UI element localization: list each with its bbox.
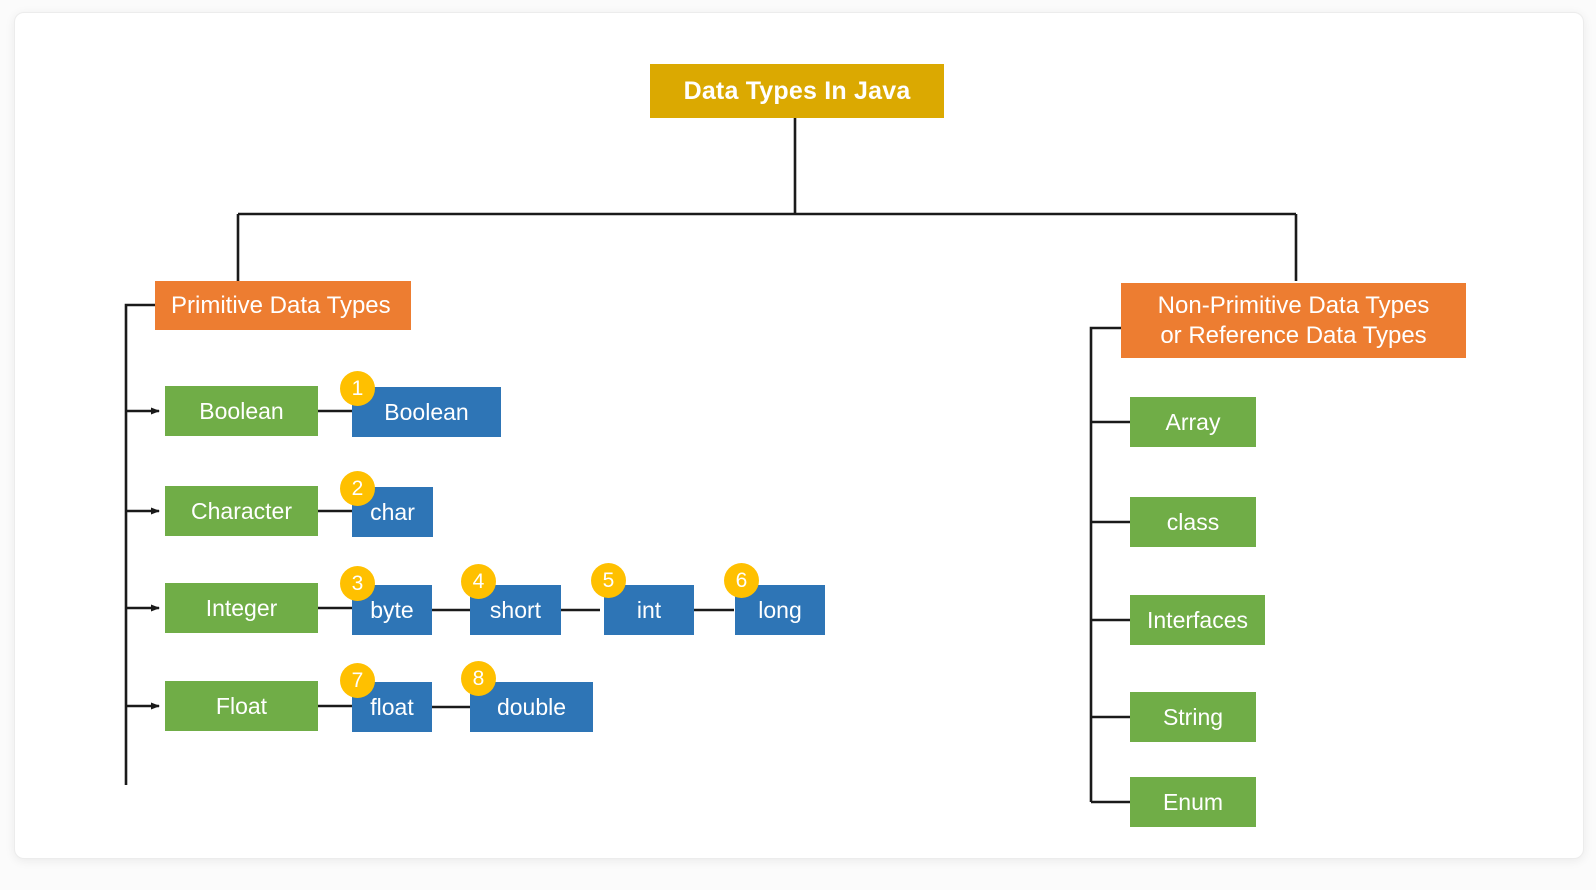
type-label-byte: byte [370, 596, 414, 623]
title-label: Data Types In Java [683, 76, 911, 105]
type-label-long: long [758, 596, 802, 623]
category-box-primitive: Primitive Data Types [155, 281, 411, 330]
reference-box-interfaces: Interfaces [1130, 595, 1265, 645]
group-label-float: Float [215, 692, 268, 719]
badge-3: 3 [340, 566, 375, 601]
title-box: Data Types In Java [650, 64, 944, 118]
badge-7-label: 7 [351, 669, 364, 692]
group-box-float: Float [165, 681, 318, 731]
category-label-non-primitive-line2: or Reference Data Types [1160, 321, 1427, 349]
group-box-integer: Integer [165, 583, 318, 633]
badge-8: 8 [461, 661, 496, 696]
reference-label-enum: Enum [1162, 788, 1224, 815]
reference-label-array: Array [1165, 408, 1221, 435]
badge-8-label: 8 [472, 667, 485, 690]
badge-1: 1 [340, 371, 375, 406]
reference-label-class: class [1166, 508, 1220, 535]
badge-6: 6 [724, 563, 759, 598]
badge-4: 4 [461, 564, 496, 599]
type-label-float: float [370, 693, 414, 720]
reference-label-string: String [1162, 703, 1224, 730]
type-label-int: int [636, 596, 662, 623]
badge-7: 7 [340, 663, 375, 698]
type-label-double: double [496, 693, 567, 720]
reference-box-string: String [1130, 692, 1256, 742]
reference-box-class: class [1130, 497, 1256, 547]
badge-2: 2 [340, 471, 375, 506]
type-label-boolean: Boolean [384, 398, 469, 425]
badge-3-label: 3 [351, 572, 364, 595]
category-label-non-primitive-line1: Non-Primitive Data Types [1157, 292, 1430, 320]
badge-6-label: 6 [735, 569, 748, 592]
badge-4-label: 4 [472, 570, 485, 593]
type-box-char: char [352, 487, 433, 537]
type-label-short: short [489, 596, 542, 623]
group-label-character: Character [191, 497, 292, 524]
badge-5-label: 5 [602, 569, 615, 592]
category-box-non-primitive: Non-Primitive Data Types or Reference Da… [1121, 283, 1466, 358]
group-label-integer: Integer [205, 594, 278, 621]
badge-2-label: 2 [351, 477, 364, 500]
reference-box-array: Array [1130, 397, 1256, 447]
reference-box-enum: Enum [1130, 777, 1256, 827]
connector-nonprimitive-spine [1089, 326, 1121, 802]
category-label-primitive: Primitive Data Types [171, 291, 391, 319]
reference-label-interfaces: Interfaces [1147, 606, 1248, 633]
type-box-boolean: Boolean [352, 387, 501, 437]
connector-primitive-spine [124, 303, 155, 785]
type-box-double: double [470, 682, 593, 732]
group-box-character: Character [165, 486, 318, 536]
group-box-boolean: Boolean [165, 386, 318, 436]
group-label-boolean: Boolean [199, 397, 284, 424]
badge-1-label: 1 [351, 377, 364, 400]
badge-5: 5 [591, 563, 626, 598]
type-label-char: char [370, 498, 415, 525]
